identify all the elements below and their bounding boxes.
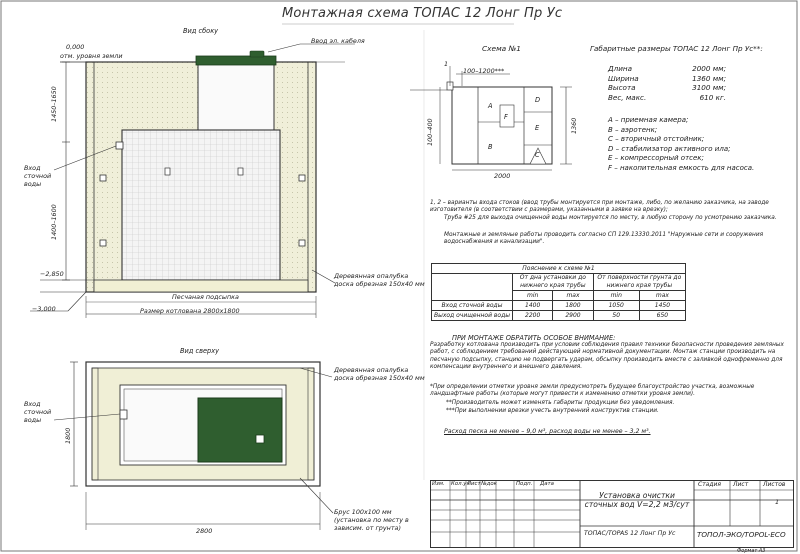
attention-note-3: ***При выполнении врезки учесть внутренн… <box>446 408 659 414</box>
stamp-col-sign: Подп. <box>516 481 533 487</box>
side-inlet-label: Вход сточной воды <box>24 164 52 188</box>
stamp-col-list: Лист <box>467 481 481 487</box>
dim-2800: 2800 <box>196 527 213 535</box>
page-title: Монтажная схема ТОПАС 12 Лонг Пр Ус <box>282 6 563 21</box>
stamp-sheet: Лист <box>733 481 749 488</box>
zone-d: D <box>535 96 541 104</box>
stamp-sheets: Листов <box>763 481 786 488</box>
dimensions-heading: Габаритные размеры ТОПАС 12 Лонг Пр Ус**… <box>590 44 763 53</box>
zone-a: A <box>488 102 493 110</box>
stamp-stage: Стадия <box>698 481 722 488</box>
scheme-1 <box>410 66 572 171</box>
stamp-product: Установка очистки сточных вод V=2,2 м3/с… <box>584 491 690 509</box>
attention-note-1: *При определении отметки уровня земли пр… <box>430 384 755 398</box>
cable-entry-label: Ввод эл. кабеля <box>311 37 365 45</box>
top-lid <box>197 397 283 463</box>
zone-e: E <box>535 124 540 132</box>
stamp-sheets-value: 1 <box>775 498 780 506</box>
dim-1450-1650: 1450–1650 <box>50 86 58 122</box>
top-view-heading: Вид сверху <box>180 347 220 355</box>
ground-level-label: отм. уровня земли <box>60 52 123 60</box>
tank-body <box>121 129 281 281</box>
elevation-2850: −2,850 <box>40 270 64 278</box>
table-caption: Пояснение к схеме №1 <box>431 263 686 274</box>
scheme1-dim-bottom: 2000 <box>494 172 511 180</box>
scheme-table: Пояснение к схеме №1 От дна установки до… <box>431 263 687 321</box>
top-inlet-label: Вход сточной воды <box>24 400 52 424</box>
tank-lid <box>195 55 277 66</box>
zone-b: B <box>488 143 493 151</box>
lid-hatch <box>249 50 265 58</box>
title-block <box>430 480 794 548</box>
legend-item: C – вторичный отстойник; <box>608 135 705 143</box>
dim-1400-1600: 1400–1600 <box>50 204 58 240</box>
scheme1-dim-right: 1360 <box>570 117 578 134</box>
scheme1-marker: 1 <box>444 60 449 68</box>
pit-size-label: Размер котлована 2800х1800 <box>140 307 240 315</box>
note-standards: Монтажные и земляные работы проводить со… <box>444 232 764 246</box>
scheme1-heading: Схема №1 <box>482 44 521 53</box>
dim-1800: 1800 <box>64 427 72 444</box>
scheme1-dim-left: 100–400 <box>426 118 434 146</box>
zone-legend: A – приемная камера; B – аэротенк; C – в… <box>608 116 754 173</box>
table-col2-header: От поверхности грунта до нижнего края тр… <box>592 273 687 291</box>
side-view <box>30 43 355 318</box>
tank-neck <box>197 61 275 131</box>
sand-bed-label: Песчаная подсыпка <box>172 293 239 301</box>
note-outlet-pipe: Труба #25 для выхода очищенной воды монт… <box>444 215 777 221</box>
top-formwork-label: Деревянная опалубка доска обрезная 150х4… <box>334 366 425 382</box>
side-formwork-label: Деревянная опалубка доска обрезная 150х4… <box>334 272 425 288</box>
consumption-note: Расход песка не менее – 9,0 м³, расход в… <box>444 428 651 435</box>
note-inlet-variants: 1, 2 – варианты входа стоков (ввод трубы… <box>430 200 769 214</box>
legend-item: A – приемная камера; <box>608 116 689 124</box>
dimension-row: Вес, макс.610 кг. <box>608 92 726 102</box>
side-view-heading: Вид сбоку <box>183 27 219 35</box>
zone-f: F <box>504 113 508 121</box>
stamp-format: Формат А3 <box>737 548 766 554</box>
elevation-3000: −3,000 <box>32 305 56 313</box>
table-col1-header: От дна установки до нижнего края трубы <box>512 273 594 291</box>
legend-item: F – накопительная емкость для насоса. <box>608 163 755 172</box>
scheme1-dim-top: 100–1200*** <box>463 67 505 75</box>
attention-note-2: **Производитель может изменять габариты … <box>446 400 675 406</box>
stamp-col-ndoc: №док <box>481 481 497 487</box>
legend-item: E – компрессорный отсек; <box>608 154 704 162</box>
legend-item: B – аэротенк; <box>608 125 658 134</box>
stamp-col-izm: Изм. <box>432 481 445 487</box>
top-view <box>53 361 334 530</box>
sand-bed <box>93 279 309 293</box>
stamp-company: ТОПОЛ-ЭКО/TOPOL-ECO <box>697 530 786 539</box>
level-zero: 0,000 <box>66 43 85 51</box>
stamp-model: ТОПАС/TOPAS 12 Лонг Пр Ус <box>584 530 676 537</box>
zone-c: C <box>535 151 540 159</box>
stamp-col-date: Дата <box>540 481 554 487</box>
stamp-col-koluch: Кол.уч <box>451 481 470 487</box>
legend-item: D – стабилизатор активного ила; <box>608 144 731 153</box>
beam-label: Брус 100х100 мм (установка по месту в за… <box>334 508 409 532</box>
attention-heading: ПРИ МОНТАЖЕ ОБРАТИТЬ ОСОБОЕ ВНИМАНИЕ: <box>452 334 616 342</box>
attention-text: Разработку котлована производить при усл… <box>430 342 784 371</box>
